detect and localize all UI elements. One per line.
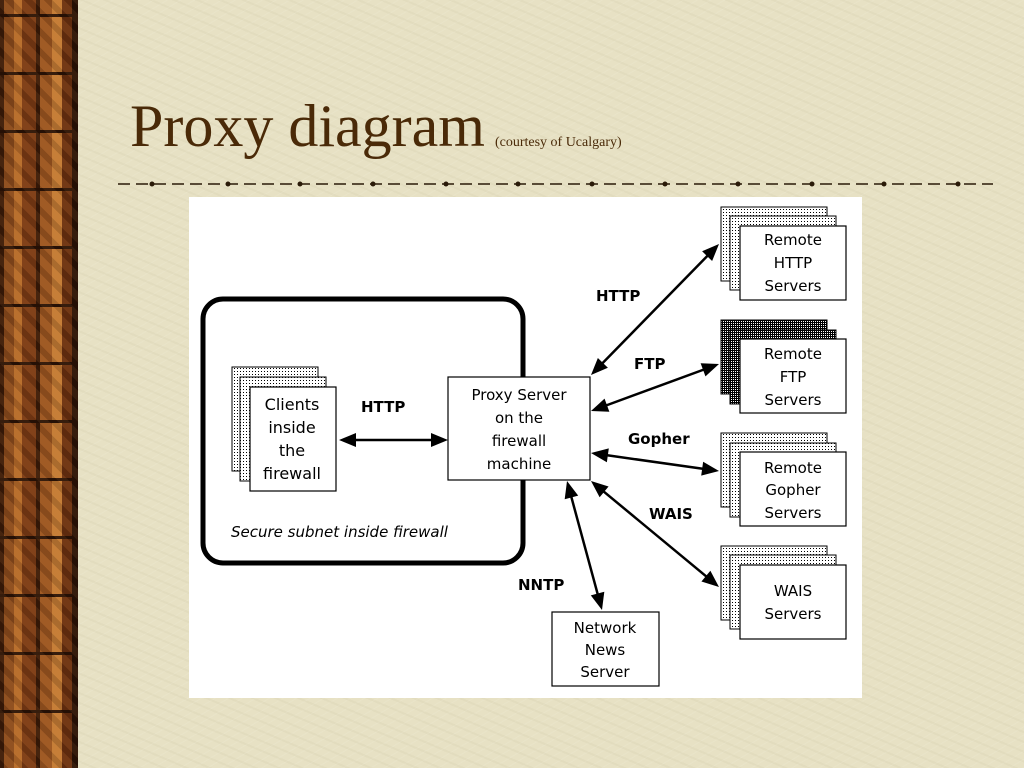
gopher-line-3: Servers <box>764 504 821 522</box>
divider-dots <box>149 181 961 187</box>
http-line-3: Servers <box>764 277 821 295</box>
clients-line-3: the <box>279 441 305 460</box>
edge-label-http: HTTP <box>596 287 640 305</box>
title-text: Proxy diagram <box>130 93 485 159</box>
http-line-2: HTTP <box>774 254 812 272</box>
proxy-line-1: Proxy Server <box>471 386 567 404</box>
arrow-clients-proxy <box>339 433 448 447</box>
ftp-line-3: Servers <box>764 391 821 409</box>
wais-line-1: WAIS <box>774 582 812 600</box>
gopher-line-2: Gopher <box>765 481 821 499</box>
clients-line-1: Clients <box>265 395 320 414</box>
decorative-wood-shade <box>0 0 78 768</box>
arrow-proxy-ftp <box>591 363 719 412</box>
news-server-node: Network News Server <box>551 611 660 687</box>
ftp-line-2: FTP <box>780 368 807 386</box>
news-line-3: Server <box>580 663 630 681</box>
edge-label-clients-proxy: HTTP <box>361 398 405 416</box>
clients-node: Clients inside the firewall <box>231 366 337 492</box>
ftp-line-1: Remote <box>764 345 822 363</box>
diagram-panel: Secure subnet inside firewall Clients in… <box>189 197 862 698</box>
wais-line-2: Servers <box>764 605 821 623</box>
proxy-line-4: machine <box>487 455 551 473</box>
proxy-line-2: on the <box>495 409 543 427</box>
edge-label-wais: WAIS <box>649 505 693 523</box>
subnet-label: Secure subnet inside firewall <box>231 523 449 541</box>
title-credit: (courtesy of Ucalgary) <box>494 135 622 150</box>
gopher-line-1: Remote <box>764 459 822 477</box>
clients-line-2: inside <box>268 418 315 437</box>
proxy-server-node: Proxy Server on the firewall machine <box>447 376 591 481</box>
connection-arrows <box>339 244 719 610</box>
http-line-1: Remote <box>764 231 822 249</box>
proxy-line-3: firewall <box>492 432 546 450</box>
edge-label-nntp: NNTP <box>518 576 564 594</box>
remote-gopher-node: Remote Gopher Servers <box>720 432 847 527</box>
arrow-proxy-news <box>564 481 605 610</box>
news-line-2: News <box>585 641 626 659</box>
clients-line-4: firewall <box>263 464 321 483</box>
proxy-diagram: Secure subnet inside firewall Clients in… <box>200 206 847 687</box>
remote-http-node: Remote HTTP Servers <box>720 206 847 301</box>
edge-label-ftp: FTP <box>634 355 665 373</box>
wais-node: WAIS Servers <box>720 545 847 640</box>
arrow-proxy-http <box>591 244 719 375</box>
arrow-proxy-gopher <box>591 448 719 476</box>
arrow-proxy-wais <box>591 481 719 587</box>
edge-label-gopher: Gopher <box>628 430 690 448</box>
decorative-wood-band <box>0 0 78 768</box>
slide-title: Proxy diagram (courtesy of Ucalgary) <box>130 92 622 161</box>
remote-ftp-node: Remote FTP Servers <box>720 319 847 414</box>
title-divider <box>118 181 993 187</box>
news-line-1: Network <box>574 619 637 637</box>
